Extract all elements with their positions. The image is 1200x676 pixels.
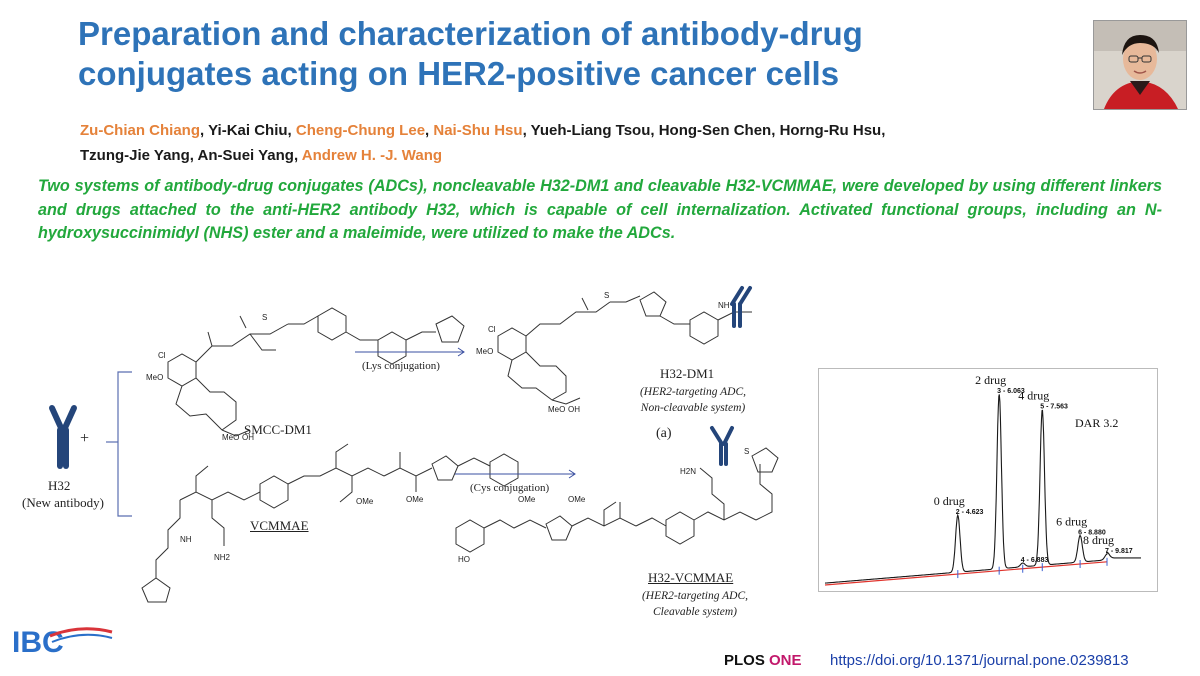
atom-h2n: H2N	[680, 467, 696, 476]
peak-drug-label: 0 drug	[934, 494, 965, 508]
author-separator: ,	[522, 122, 531, 139]
atom-cl-2: Cl	[488, 325, 496, 334]
antibody-conjugate-icon-1	[730, 286, 752, 328]
h32-vcmmae-structure	[455, 447, 779, 553]
antibody-name: H32	[48, 478, 71, 493]
author-separator: ,	[200, 122, 209, 139]
atom-ome-4: OMe	[568, 495, 586, 504]
atom-nh-1: NH	[718, 301, 730, 310]
author-name: Yueh-Liang Tsou	[530, 122, 651, 139]
h32-dm1-label: H32-DM1	[660, 366, 715, 381]
atom-s-3: S	[744, 447, 749, 456]
h32-vcmmae-note-1: (HER2-targeting ADC,	[641, 590, 749, 602]
author-separator: ,	[425, 122, 434, 139]
author-list: Zu-Chian Chiang, Yi-Kai Chiu, Cheng-Chun…	[80, 118, 1060, 168]
antibody-note: (New antibody)	[22, 495, 104, 510]
author-separator: ,	[881, 122, 886, 139]
peak-retention-label: 5 - 7.563	[1040, 403, 1068, 410]
atom-s-2: S	[604, 291, 609, 300]
author-separator: ,	[287, 122, 296, 139]
peak-drug-label: 8 drug	[1083, 533, 1114, 547]
author-name: An-Suei Yang	[197, 147, 294, 164]
author-name: Zu-Chian Chiang	[80, 122, 200, 139]
journal-name-part2: ONE	[769, 652, 802, 669]
peak-drug-label: 2 drug	[975, 373, 1006, 387]
atom-oh-2: OH	[568, 405, 580, 414]
author-name: Hong-Sen Chen	[658, 122, 772, 139]
peak-retention-label: 6 - 8.880	[1078, 529, 1106, 536]
h32-dm1-note-2: Non-cleavable system)	[640, 402, 746, 414]
abstract-text: Two systems of antibody-drug conjugates …	[38, 177, 1162, 242]
atom-nh-2: NH	[180, 535, 192, 544]
h32-vcmmae-note-2: Cleavable system)	[653, 606, 737, 618]
reaction-scheme: Cl MeO MeO OH S Cl MeO MeO OH S NH NH NH…	[0, 280, 800, 640]
peak-drug-label: 6 drug	[1056, 514, 1087, 528]
peak-drug-label: 4 drug	[1018, 388, 1049, 402]
chromatogram-trace	[825, 394, 1141, 584]
atom-meo-4: MeO	[548, 405, 565, 414]
scheme-drawing: Cl MeO MeO OH S Cl MeO MeO OH S NH NH NH…	[49, 286, 779, 603]
h32-vcmmae-label: H32-VCMMAE	[648, 570, 734, 585]
atom-ho-1: HO	[458, 555, 470, 564]
chart-baseline	[824, 561, 1108, 586]
author-name: Cheng-Chung Lee	[295, 122, 426, 139]
paper-title: Preparation and characterization of anti…	[78, 15, 863, 92]
author-separator: ,	[650, 122, 659, 139]
lys-conjugation-label: (Lys conjugation)	[362, 360, 440, 372]
antibody-conjugate-icon-2	[710, 426, 734, 466]
author-separator: ,	[189, 147, 198, 164]
ibc-logo-text: IBC	[12, 626, 64, 659]
author-separator: ,	[771, 122, 780, 139]
plus-sign: +	[80, 430, 90, 447]
journal-name-part1: PLOS	[724, 652, 765, 669]
atom-s-1: S	[262, 313, 267, 322]
atom-cl-1: Cl	[158, 351, 166, 360]
ibc-logo: IBC	[10, 618, 114, 662]
author-name: Andrew H. -J. Wang	[301, 147, 443, 164]
vcmmae-label: VCMMAE	[250, 518, 309, 533]
doi-link[interactable]: https://doi.org/10.1371/journal.pone.023…	[830, 652, 1129, 669]
smcc-dm1-structure	[167, 307, 465, 437]
atom-oh-1: OH	[242, 433, 254, 442]
atom-ome-1: OMe	[356, 497, 374, 506]
antibody-h32-icon	[49, 405, 77, 469]
author-photo	[1093, 20, 1187, 110]
author-name: Nai-Shu Hsu	[433, 122, 523, 139]
journal-name: PLOS ONE	[724, 652, 802, 669]
cys-conjugation-label: (Cys conjugation)	[470, 482, 550, 494]
atom-ome-2: OMe	[406, 495, 424, 504]
author-name: Horng-Ru Hsu	[779, 122, 882, 139]
peak-retention-label: 7 - 9.817	[1105, 548, 1133, 555]
author-name: Yi-Kai Chiu	[208, 122, 288, 139]
panel-label: (a)	[656, 426, 672, 441]
peak-retention-label: 4 - 6.883	[1021, 557, 1049, 564]
author-name: Tzung-Jie Yang	[80, 147, 190, 164]
dar-annotation: DAR 3.2	[1075, 416, 1118, 430]
atom-meo-3: MeO	[476, 347, 493, 356]
peak-retention-label: 2 - 4.623	[956, 509, 984, 516]
peak-retention-label: 3 - 6.063	[997, 388, 1025, 395]
vcmmae-structure	[141, 443, 519, 603]
h32-dm1-note-1: (HER2-targeting ADC,	[639, 386, 747, 398]
atom-meo-2: MeO	[222, 433, 239, 442]
atom-ome-3: OMe	[518, 495, 536, 504]
author-separator: ,	[293, 147, 302, 164]
atom-nh2-1: NH2	[214, 553, 231, 562]
atom-meo-1: MeO	[146, 373, 163, 382]
smcc-dm1-label: SMCC-DM1	[244, 422, 312, 437]
